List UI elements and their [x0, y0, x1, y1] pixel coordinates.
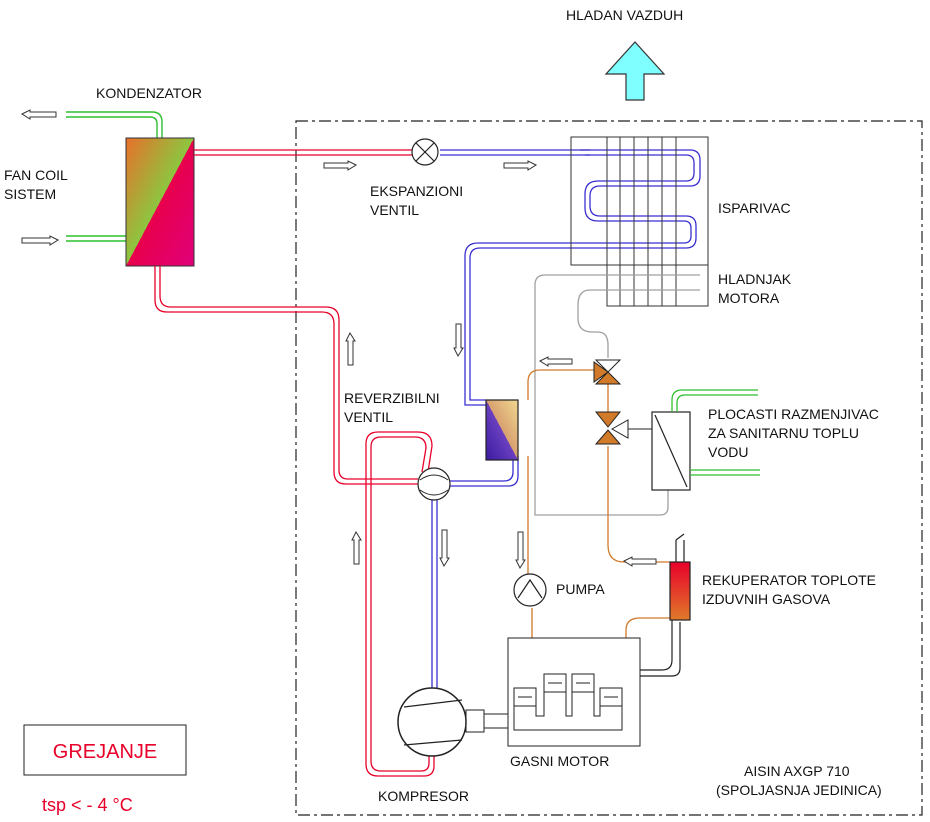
evaporator — [570, 136, 709, 307]
label-engine-cooler: HLADNJAK — [718, 271, 792, 287]
label-aisin-model: AISIN AXGP 710 — [744, 763, 850, 779]
pump-icon — [513, 573, 547, 607]
flow-arrow-down-icon — [515, 531, 526, 570]
flow-arrow-right-icon — [323, 160, 358, 171]
flow-arrows — [323, 160, 657, 570]
label-fan-coil: FAN COIL — [4, 167, 68, 183]
label-compressor: KOMPRESOR — [378, 788, 469, 804]
label-engine-cooler-2: MOTORA — [718, 290, 780, 306]
label-evaporator: ISPARIVAC — [718, 200, 791, 216]
flow-arrow-left-icon — [622, 556, 657, 567]
water-out-arrow-icon — [20, 109, 57, 120]
expansion-valve-icon — [411, 138, 439, 166]
label-expansion: EKSPANZIONI — [370, 183, 463, 199]
internal-heat-exchanger — [485, 399, 519, 461]
water-in-arrow-icon — [21, 235, 60, 246]
label-cold-air: HLADAN VAZDUH — [566, 7, 683, 23]
compressor-icon — [397, 687, 467, 757]
flow-arrow-left-icon — [538, 356, 573, 367]
gas-engine — [465, 637, 641, 747]
label-fan-coil-system: SISTEM — [4, 186, 56, 202]
outdoor-unit-boundary — [295, 120, 923, 816]
cold-air-arrow-icon — [604, 41, 666, 101]
label-pump: PUMPA — [556, 581, 605, 597]
three-way-valve-top-icon — [593, 359, 622, 385]
label-expansion-valve: VENTIL — [370, 202, 419, 218]
fan-coil-water-pipes — [66, 111, 163, 242]
flow-arrow-up-icon — [351, 530, 362, 565]
exhaust-heat-recovery — [640, 533, 691, 677]
three-way-valve-bottom-icon — [594, 411, 629, 445]
condenser — [125, 137, 195, 267]
mode-box — [23, 724, 187, 776]
label-outdoor-unit: (SPOLJASNJA JEDINICA) — [716, 782, 882, 798]
flow-arrow-right-icon — [503, 160, 538, 171]
cold-refrigerant-pipes — [431, 149, 701, 700]
label-condenser: KONDENZATOR — [96, 85, 202, 101]
mode-title: GREJANJE — [53, 741, 157, 763]
label-reversing-valve: VENTIL — [344, 409, 393, 425]
label-gas-engine: GASNI MOTOR — [510, 753, 609, 769]
hot-refrigerant-pipes — [154, 149, 435, 777]
mode-temperature: tsp < - 4 °C — [42, 795, 133, 815]
label-reversing: REVERZIBILNI — [344, 390, 440, 406]
label-heat-recovery-2: IZDUVNIH GASOVA — [702, 591, 831, 607]
sanitary-water-pipes — [671, 389, 760, 476]
label-plate-exchanger: PLOCASTI RAZMENJIVAC — [708, 406, 879, 422]
plate-heat-exchanger — [628, 411, 691, 491]
labels: HLADAN VAZDUH KONDENZATOR FAN COIL SISTE… — [4, 7, 882, 804]
label-plate-exchanger-3: VODU — [708, 444, 748, 460]
flow-arrow-down-icon — [453, 323, 464, 358]
flow-arrow-down-icon — [439, 529, 450, 568]
label-plate-exchanger-2: ZA SANITARNU TOPLU — [708, 425, 859, 441]
flow-arrow-up-icon — [345, 331, 356, 366]
engine-coolant-pipes — [534, 274, 700, 516]
label-heat-recovery: REKUPERATOR TOPLOTE — [702, 572, 876, 588]
reversing-valve-icon — [417, 467, 451, 501]
